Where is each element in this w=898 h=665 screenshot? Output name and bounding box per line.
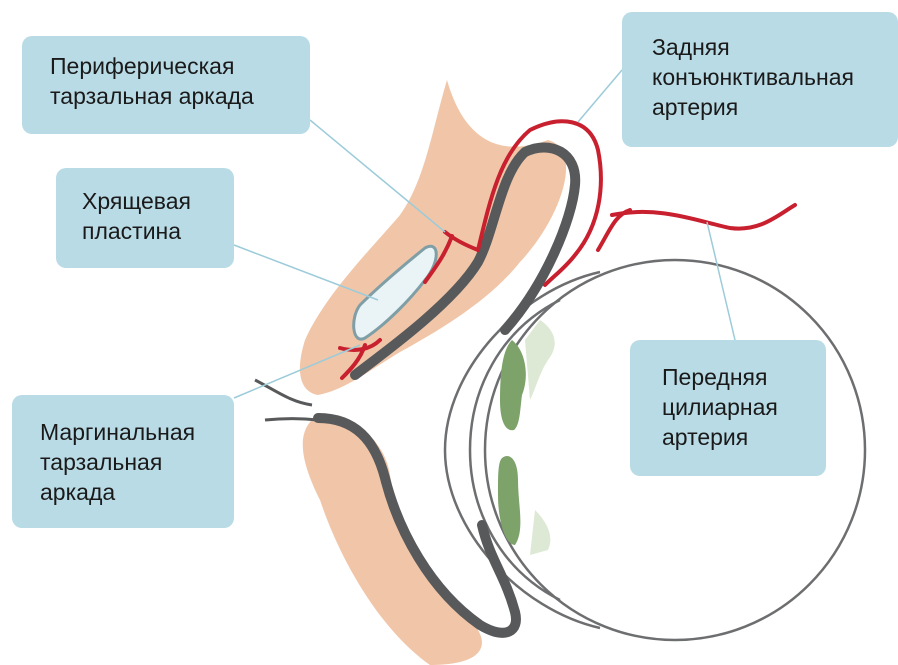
iris-upper	[500, 340, 526, 430]
lid-margin-lower	[265, 419, 318, 421]
label-line: артерия	[652, 92, 898, 122]
label-line: артерия	[662, 422, 826, 452]
label-line: Передняя	[662, 362, 826, 392]
label-line: Хрящевая	[82, 186, 234, 216]
label-anterior-ciliary-artery: Передняя цилиарная артерия	[630, 340, 826, 476]
label-line: Периферическая	[50, 51, 310, 81]
label-peripheral-tarsal-arcade: Периферическая тарзальная аркада	[22, 36, 310, 134]
ciliary-shadow	[525, 320, 555, 555]
label-line: аркада	[40, 477, 234, 507]
label-line: конъюнктивальная	[652, 62, 898, 92]
label-line: пластина	[82, 216, 234, 246]
label-line: Маргинальная	[40, 417, 234, 447]
label-line: тарзальная аркада	[50, 81, 310, 111]
label-line: Задняя	[652, 32, 898, 62]
label-line: тарзальная	[40, 447, 234, 477]
lower-eyelid	[303, 414, 482, 665]
label-marginal-tarsal-arcade: Маргинальная тарзальная аркада	[12, 395, 234, 528]
label-posterior-conjunctival-artery: Задняя конъюнктивальная артерия	[622, 12, 898, 147]
label-line: цилиарная	[662, 392, 826, 422]
iris-lower	[498, 456, 520, 545]
label-tarsal-plate: Хрящевая пластина	[56, 168, 234, 268]
